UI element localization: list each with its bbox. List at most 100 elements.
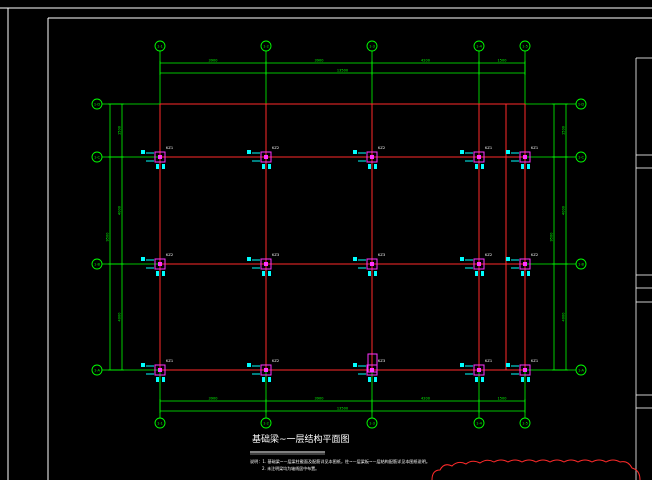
axis-bubble-top: 1-4 [473,40,485,52]
rebar-tag-mark [156,377,159,382]
axis-bubble-circle [91,151,103,163]
rebar-tag-mark [368,377,371,382]
title-block [635,57,652,480]
axis-bubble-circle [575,364,587,376]
column-outline [154,151,166,163]
rebar-tag-mark [262,377,265,382]
rebar-tag-mark [156,271,159,276]
column-core [158,155,162,159]
column: KZ2 [141,253,173,276]
column-outline-tall [367,353,378,373]
axis-bubble-label: 1-4 [476,422,483,426]
bottom-dim-total-label: 13500 [337,407,348,411]
rebar-tag-mark [141,363,145,367]
axis-bubble-label: 1-B [578,263,584,267]
column-label: KZ1 [531,359,538,363]
axis-bubble-label: 1-D [94,103,101,107]
right-dim-label: 4000 [562,206,566,215]
column-core [264,262,268,266]
column-core [264,368,268,372]
axis-bubble-label: 1-2 [263,45,269,49]
axis-bubble-circle [519,40,531,52]
axis-bubble-circle [473,417,485,429]
beams [159,103,526,371]
column: KZ2 [247,146,279,169]
rebar-tag-mark [460,257,464,261]
column-label: KZ1 [485,146,492,150]
column: KZ3 [247,253,279,276]
column-label: KZ2 [272,146,279,150]
rebar-tag-mark [368,271,371,276]
column: KZ3 [353,253,385,276]
column: KZ1 [506,359,538,382]
axis-bubble-left: 1-C [91,151,103,163]
column: KZ2 [506,253,538,276]
column-outline [473,364,485,376]
axis-bubble-label: 1-2 [263,422,269,426]
rebar-tag-mark [506,257,510,261]
column-outline [260,258,272,270]
axis-bubble-circle [260,40,272,52]
axis-bubble-circle [260,417,272,429]
rebar-tag-mark [247,150,251,154]
bottom-dim-label: 3900 [209,397,218,401]
axis-bubble-label: 1-1 [157,45,163,49]
rebar-tag-mark [353,363,357,367]
axis-bubble-circle [366,417,378,429]
rebar-tag-mark [521,164,524,169]
axis-bubble-bottom: 1-2 [260,417,272,429]
column-label: KZ3 [272,253,279,257]
rebar-tag-mark [247,363,251,367]
axis-bubble-label: 1-C [578,156,585,160]
bottom-dim-label: 3900 [315,397,324,401]
right-dim-label: 1500 [562,126,566,135]
axis-bubble-circle [91,364,103,376]
column: KZ1 [141,359,173,382]
column-core [523,368,527,372]
rebar-tag-mark [268,271,271,276]
column-label: KZ2 [272,359,279,363]
column-core [370,155,374,159]
axis-bubble-label: 1-D [578,103,585,107]
axis-bubble-label: 1-1 [157,422,163,426]
top-dim-label: 1500 [498,59,507,63]
axis-bubble-bottom: 1-5 [519,417,531,429]
rebar-tag-mark [374,377,377,382]
axis-bubble-circle [575,258,587,270]
top-dim-total-label: 13500 [337,69,348,73]
right-dim-total-label: 9500 [550,233,554,242]
column-core [523,262,527,266]
rebar-tag-mark [481,164,484,169]
column-core [158,368,162,372]
axis-bubble-label: 1-B [94,263,100,267]
column-label: KZ1 [485,359,492,363]
rebar-tag-mark [247,257,251,261]
rebar-tag-mark [162,164,165,169]
column-outline [473,258,485,270]
rebar-tag-mark [162,377,165,382]
right-dim-label: 4000 [562,313,566,322]
sheet-frame [0,7,652,480]
rebar-tag-mark [141,257,145,261]
rebar-tag-mark [156,164,159,169]
drawing-title: 基础梁~一层结构平面图 [252,433,350,445]
axis-bubble-label: 1-3 [369,45,375,49]
rebar-tag-mark [475,271,478,276]
rebar-tag-mark [521,377,524,382]
top-dim-label: 4200 [421,59,430,63]
axis-bubble-left: 1-A [91,364,103,376]
rebar-tag-mark [141,150,145,154]
rebar-tag-mark [475,164,478,169]
rebar-tag-mark [368,164,371,169]
drawing-note-1: 说明：1. 基础梁~一层梁柱截面及配筋详见本图纸，柱~一层梁板~一层结构配筋详见… [250,458,430,464]
column: KZ1 [460,359,492,382]
column: KZ1 [506,146,538,169]
column-label: KZ1 [531,146,538,150]
axis-bubble-label: 1-5 [522,422,528,426]
rebar-tag-mark [262,271,265,276]
revision-cloud [431,459,641,480]
column-outline [154,364,166,376]
rebar-tag-mark [460,363,464,367]
rebar-tag-mark [527,271,530,276]
